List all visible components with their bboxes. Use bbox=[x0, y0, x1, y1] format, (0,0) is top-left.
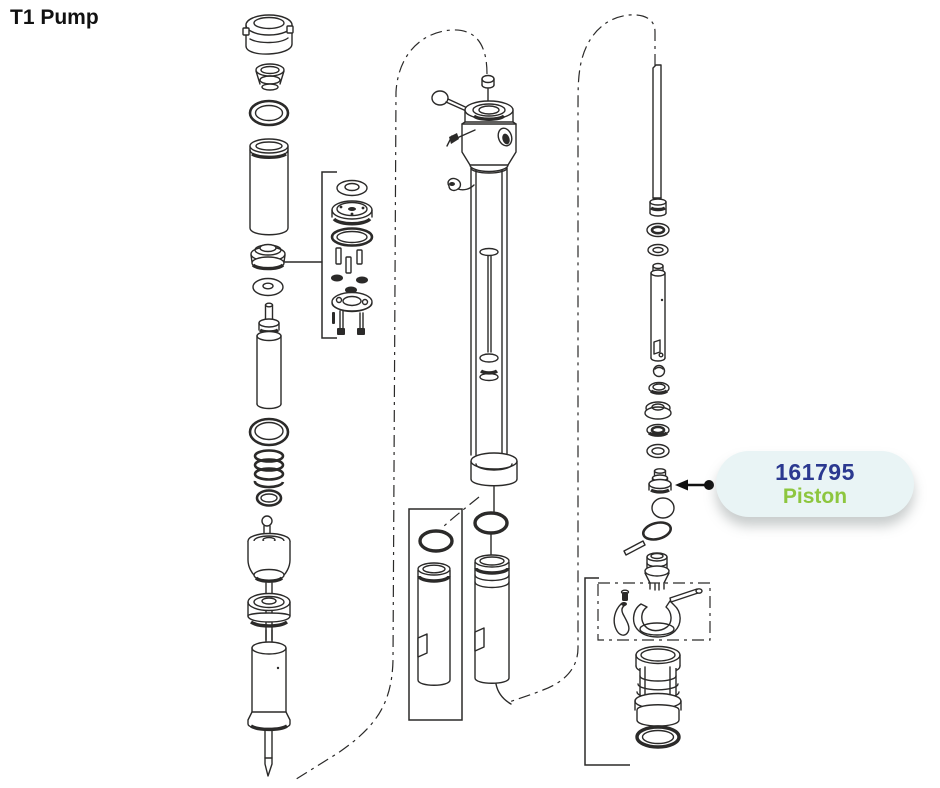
sleeve-kit-box bbox=[408, 508, 463, 721]
pin-part bbox=[623, 540, 646, 556]
v-packing-part bbox=[646, 423, 670, 437]
ball-part bbox=[652, 364, 666, 378]
left-column-parts bbox=[242, 14, 323, 777]
kit-o-ring-part bbox=[330, 227, 374, 247]
piston-rod-part bbox=[650, 262, 666, 362]
washer-part bbox=[252, 277, 284, 297]
connecting-rod-part bbox=[652, 64, 662, 201]
intake-valve-part bbox=[250, 243, 323, 271]
sleeve-part bbox=[474, 554, 512, 705]
kit-bolts-part bbox=[332, 310, 365, 335]
foot-valve-o-ring-part bbox=[635, 725, 681, 749]
displacement-rod-part bbox=[256, 302, 282, 410]
flat-washer-part bbox=[647, 243, 669, 257]
centerline-branch bbox=[440, 496, 480, 530]
foot-valve-part bbox=[634, 645, 682, 727]
ridged-nut-part bbox=[648, 381, 670, 395]
part-number[interactable]: 161795 bbox=[775, 458, 855, 485]
rod-tip-part bbox=[264, 730, 273, 777]
repair-kit-group bbox=[321, 171, 374, 339]
clamp-key-part bbox=[620, 589, 630, 601]
valve-seat-part bbox=[644, 552, 670, 591]
clamp-kit-box bbox=[597, 582, 711, 641]
throat-seal-part bbox=[247, 582, 291, 641]
kit-pins-part bbox=[335, 247, 363, 274]
tube-collar-part bbox=[470, 452, 518, 514]
rod-coupler-part bbox=[649, 198, 667, 217]
kit-ring-part bbox=[336, 179, 368, 197]
set-screw-part bbox=[446, 129, 476, 147]
part-name[interactable]: Piston bbox=[782, 485, 848, 509]
backup-washer-part bbox=[646, 443, 670, 459]
lock-nut-part bbox=[646, 222, 670, 238]
cylinder-part bbox=[249, 138, 289, 236]
spring-part bbox=[253, 449, 285, 489]
page-title: T1 Pump bbox=[10, 6, 99, 29]
clamp-band-part bbox=[632, 600, 681, 638]
o-ring-small-part bbox=[255, 489, 283, 507]
right-column-parts bbox=[584, 64, 711, 766]
o-ring-top-part bbox=[248, 99, 290, 127]
main-tube-part bbox=[470, 167, 508, 456]
callout-arrow bbox=[675, 479, 714, 491]
kit-disc-part bbox=[331, 200, 373, 226]
tube-o-ring-part bbox=[473, 511, 509, 557]
clamp-lever-part bbox=[613, 602, 630, 636]
centerline-middle-loop bbox=[292, 29, 488, 782]
piston-ball-part bbox=[651, 497, 675, 519]
boxed-sleeve-part bbox=[417, 562, 451, 686]
o-ring-mid-part bbox=[248, 417, 290, 447]
kit-nuts-part bbox=[331, 274, 368, 294]
foot-valve-bracket bbox=[584, 577, 630, 766]
part-callout-badge[interactable]: 161795 Piston bbox=[716, 451, 914, 517]
piston-valve-assembly-part bbox=[247, 515, 291, 583]
cap-part bbox=[242, 14, 294, 55]
centerline-right-loop bbox=[508, 14, 656, 703]
head-plug-part bbox=[481, 74, 495, 109]
cone-seal-part bbox=[255, 63, 285, 91]
kit-flange-part bbox=[331, 291, 373, 313]
retainer-clip-part bbox=[447, 177, 475, 192]
lower-cylinder-part bbox=[247, 629, 291, 732]
middle-column-parts bbox=[408, 74, 518, 721]
pump-head-part bbox=[461, 100, 517, 173]
piston-part bbox=[648, 468, 672, 494]
tilted-o-ring-part bbox=[641, 521, 673, 541]
clamp-pin-part bbox=[669, 588, 703, 603]
boxed-o-ring-part bbox=[418, 529, 454, 553]
cup-washer-part bbox=[644, 401, 672, 420]
